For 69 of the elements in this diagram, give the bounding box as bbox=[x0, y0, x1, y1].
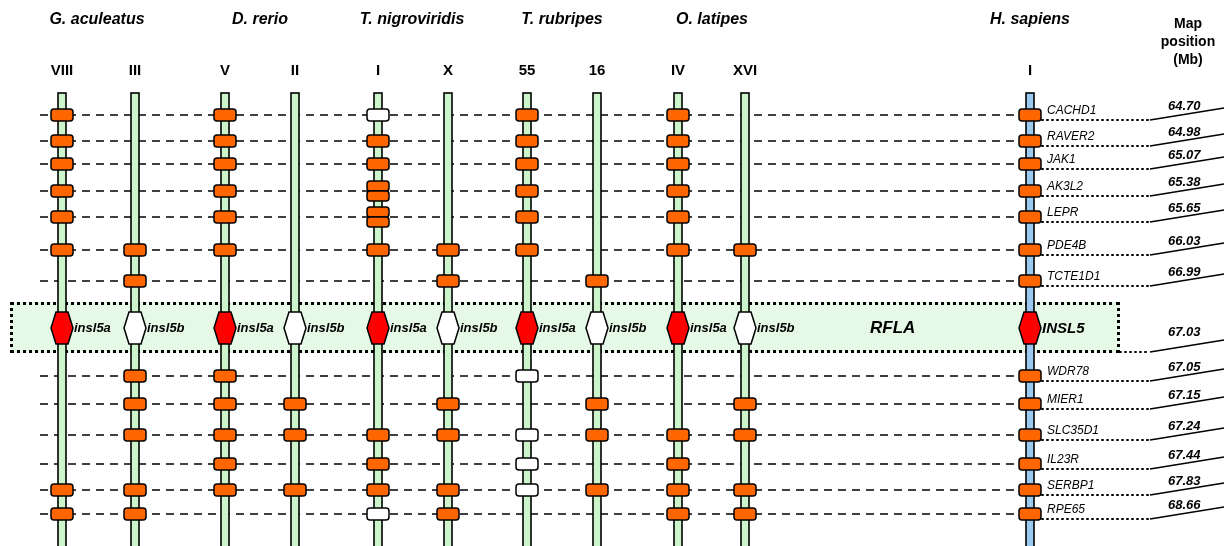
map-position: 66.99 bbox=[1168, 264, 1201, 279]
gene-name: SERBP1 bbox=[1047, 478, 1095, 492]
gene-name: insl5b bbox=[609, 320, 647, 335]
gene-name: LEPR bbox=[1047, 205, 1079, 219]
gene-hexagon bbox=[585, 311, 609, 345]
gene-hexagon bbox=[213, 311, 237, 345]
chromosome-name: XVI bbox=[732, 61, 758, 78]
gene-hexagon bbox=[666, 311, 690, 345]
gene-hexagon bbox=[1018, 311, 1042, 345]
map-position: 65.65 bbox=[1168, 200, 1201, 215]
chromosome-name: II bbox=[290, 61, 300, 78]
map-position: 65.38 bbox=[1168, 174, 1201, 189]
species-name: H. sapiens bbox=[990, 10, 1070, 28]
chromosome-name: IV bbox=[670, 61, 686, 78]
gene-name: INSL5 bbox=[1042, 319, 1085, 336]
species-name: D. rerio bbox=[232, 10, 288, 28]
gene-hexagon bbox=[733, 311, 757, 345]
gene-name: insl5a bbox=[539, 320, 576, 335]
gene-hexagon bbox=[515, 311, 539, 345]
gene-name: RAVER2 bbox=[1047, 129, 1095, 143]
chromosome-name: 55 bbox=[518, 61, 536, 78]
gene-name: CACHD1 bbox=[1047, 103, 1097, 117]
gene-name: IL23R bbox=[1047, 452, 1080, 466]
species-name: G. aculeatus bbox=[49, 10, 145, 28]
map-position: 66.03 bbox=[1168, 233, 1201, 248]
map-position: 68.66 bbox=[1168, 497, 1201, 512]
chromosome-name: III bbox=[128, 61, 142, 78]
chromosome-name: V bbox=[220, 61, 230, 78]
gene-name: TCTE1D1 bbox=[1047, 269, 1101, 283]
gene-name: AK3L2 bbox=[1047, 179, 1084, 193]
gene-hexagon bbox=[50, 311, 74, 345]
gene-name: insl5a bbox=[690, 320, 727, 335]
gene-name: insl5a bbox=[237, 320, 274, 335]
map-position: 67.83 bbox=[1168, 473, 1201, 488]
gene-hexagon bbox=[436, 311, 460, 345]
map-position: 64.70 bbox=[1168, 98, 1201, 113]
map-position: 67.03 bbox=[1168, 324, 1201, 339]
species-name: T. nigroviridis bbox=[359, 10, 465, 28]
region-band bbox=[10, 302, 1120, 353]
gene-hexagon bbox=[123, 311, 147, 345]
region-title: RFLA bbox=[870, 318, 916, 338]
gene-hexagon bbox=[366, 311, 390, 345]
gene-name: insl5b bbox=[460, 320, 498, 335]
chromosome-name: 16 bbox=[588, 61, 606, 78]
gene-name: insl5a bbox=[74, 320, 111, 335]
axis-title: Map position (Mb) bbox=[1160, 14, 1216, 69]
gene-name: WDR78 bbox=[1047, 364, 1089, 378]
chromosome-name: I bbox=[375, 61, 381, 78]
gene-name: insl5b bbox=[147, 320, 185, 335]
species-name: O. latipes bbox=[676, 10, 748, 28]
gene-name: MIER1 bbox=[1047, 392, 1084, 406]
gene-name: insl5b bbox=[307, 320, 345, 335]
gene-name: RPE65 bbox=[1047, 502, 1086, 516]
gene-hexagon bbox=[283, 311, 307, 345]
chromosome-name: VIII bbox=[50, 61, 74, 78]
map-position: 64.98 bbox=[1168, 124, 1201, 139]
chromosome-name: X bbox=[443, 61, 453, 78]
map-position: 67.24 bbox=[1168, 418, 1201, 433]
gene-name: insl5a bbox=[390, 320, 427, 335]
map-position: 67.44 bbox=[1168, 447, 1201, 462]
gene-name: PDE4B bbox=[1047, 238, 1087, 252]
gene-name: JAK1 bbox=[1047, 152, 1076, 166]
gene-name: SLC35D1 bbox=[1047, 423, 1100, 437]
species-name: T. rubripes bbox=[521, 10, 603, 28]
map-position: 65.07 bbox=[1168, 147, 1201, 162]
map-position: 67.15 bbox=[1168, 387, 1201, 402]
chromosome-name: I bbox=[1027, 61, 1033, 78]
gene-name: insl5b bbox=[757, 320, 795, 335]
map-position: 67.05 bbox=[1168, 359, 1201, 374]
